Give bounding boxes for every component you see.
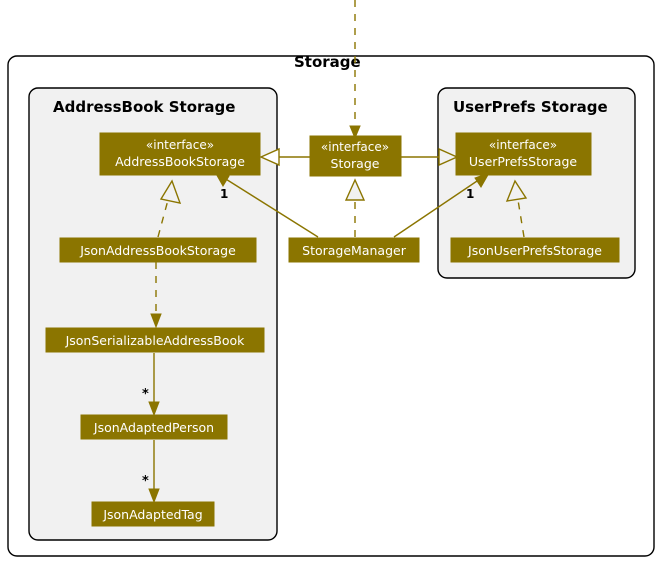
class-node-jsonserializableaddressbook[interactable]: JsonSerializableAddressBook bbox=[45, 327, 265, 353]
class-node-storage[interactable]: «interface» Storage bbox=[309, 135, 402, 177]
class-stereotype-userprefsstorage: «interface» bbox=[489, 138, 557, 152]
class-box-jsonserializableaddressbook[interactable] bbox=[45, 327, 265, 353]
edge-jsonaddressbookstorage-to-addressbookstorage bbox=[157, 199, 169, 238]
class-node-jsonadaptedtag[interactable]: JsonAdaptedTag bbox=[91, 501, 215, 527]
arrowhead-serializable-filled bbox=[150, 313, 162, 329]
class-name-jsonadaptedtag: JsonAdaptedTag bbox=[102, 507, 202, 522]
arrowhead-jsonaddressbookstorage-hollow bbox=[159, 179, 182, 204]
class-name-userprefsstorage: UserPrefsStorage bbox=[469, 154, 577, 169]
class-box-jsonadaptedperson[interactable] bbox=[80, 414, 228, 440]
class-name-jsonserializableaddressbook: JsonSerializableAddressBook bbox=[65, 333, 246, 348]
package-storage-title: Storage bbox=[294, 53, 361, 71]
package-userprefs-storage-title: UserPrefs Storage bbox=[453, 98, 608, 116]
class-node-jsonadaptedperson[interactable]: JsonAdaptedPerson bbox=[80, 414, 228, 440]
arrowhead-external-to-storage-filled bbox=[349, 125, 361, 140]
class-name-addressbookstorage: AddressBookStorage bbox=[115, 154, 245, 169]
arrowhead-tag-filled bbox=[148, 488, 160, 504]
edge-storagemanager-to-userprefsstorage bbox=[393, 176, 484, 238]
arrowhead-person-filled bbox=[148, 401, 160, 417]
class-stereotype-storage: «interface» bbox=[321, 140, 389, 154]
class-stereotype-addressbookstorage: «interface» bbox=[146, 138, 214, 152]
edge-jsonuserprefsstorage-to-userprefsstorage bbox=[517, 199, 525, 238]
class-name-storage: Storage bbox=[331, 156, 380, 171]
class-box-userprefsstorage[interactable] bbox=[455, 132, 592, 176]
class-node-jsonuserprefsstorage[interactable]: JsonUserPrefsStorage bbox=[450, 237, 620, 263]
class-name-jsonuserprefsstorage: JsonUserPrefsStorage bbox=[467, 243, 602, 258]
edge-storagemanager-to-addressbookstorage bbox=[220, 175, 319, 238]
class-name-storagemanager: StorageManager bbox=[302, 243, 407, 258]
multiplicity-tag-star: * bbox=[142, 474, 149, 489]
multiplicity-person-star: * bbox=[142, 387, 149, 402]
class-node-storagemanager[interactable]: StorageManager bbox=[288, 237, 420, 263]
class-box-storage[interactable] bbox=[309, 135, 402, 177]
multiplicity-addressbookstorage: 1 bbox=[220, 187, 228, 201]
arrowhead-storage-to-addressbookstorage-hollow bbox=[259, 147, 280, 167]
class-node-userprefsstorage[interactable]: «interface» UserPrefsStorage bbox=[455, 132, 592, 176]
class-box-jsonaddressbookstorage[interactable] bbox=[59, 237, 257, 263]
class-name-jsonadaptedperson: JsonAdaptedPerson bbox=[93, 420, 214, 435]
multiplicity-userprefsstorage: 1 bbox=[466, 187, 474, 201]
class-name-jsonaddressbookstorage: JsonAddressBookStorage bbox=[79, 243, 236, 258]
class-box-jsonuserprefsstorage[interactable] bbox=[450, 237, 620, 263]
class-node-addressbookstorage[interactable]: «interface» AddressBookStorage bbox=[99, 132, 261, 176]
class-box-jsonadaptedtag[interactable] bbox=[91, 501, 215, 527]
class-box-storagemanager[interactable] bbox=[288, 237, 420, 263]
arrowhead-jsonuserprefsstorage-hollow bbox=[505, 179, 528, 202]
arrowhead-storagemanager-to-storage-hollow bbox=[344, 178, 366, 201]
class-node-jsonaddressbookstorage[interactable]: JsonAddressBookStorage bbox=[59, 237, 257, 263]
arrowhead-storage-to-userprefsstorage-hollow bbox=[438, 147, 459, 167]
class-box-addressbookstorage[interactable] bbox=[99, 132, 261, 176]
package-addressbook-storage-title: AddressBook Storage bbox=[53, 98, 235, 116]
